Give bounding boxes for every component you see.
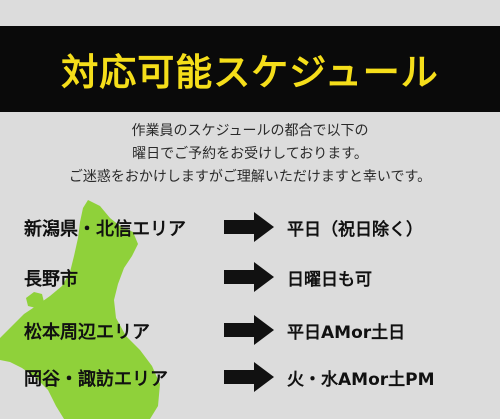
intro-line: 曜日でご予約をお受けしております。 [132,146,368,162]
schedule-row: 長野市 日曜日も可 [0,257,500,297]
page-title: 対応可能スケジュール [61,51,439,94]
available-days: 日曜日も可 [287,270,372,290]
available-days: 火・水AMor土PM [287,370,435,390]
intro-text: 作業員のスケジュールの都合で以下の 曜日でご予約をお受けしております。 ご迷惑を… [0,120,500,189]
right-arrow-icon [224,262,274,292]
available-days: 平日AMor土日 [287,323,406,343]
schedule-row: 新潟県・北信エリア 平日（祝日除く） [0,207,500,247]
area-label: 松本周辺エリア [24,322,150,343]
area-label: 新潟県・北信エリア [24,219,186,240]
right-arrow-icon [224,315,274,345]
schedule-row: 岡谷・諏訪エリア 火・水AMor土PM [0,357,500,397]
title-banner: 対応可能スケジュール [0,26,500,112]
intro-line: ご迷惑をおかけしますがご理解いただけますと幸いです。 [68,169,432,185]
schedule-row: 松本周辺エリア 平日AMor土日 [0,310,500,350]
region-map-icon [0,200,160,419]
right-arrow-icon [224,362,274,392]
available-days: 平日（祝日除く） [287,220,423,240]
area-label: 長野市 [24,269,78,290]
right-arrow-icon [224,212,274,242]
area-label: 岡谷・諏訪エリア [24,369,168,390]
intro-line: 作業員のスケジュールの都合で以下の [131,123,369,139]
